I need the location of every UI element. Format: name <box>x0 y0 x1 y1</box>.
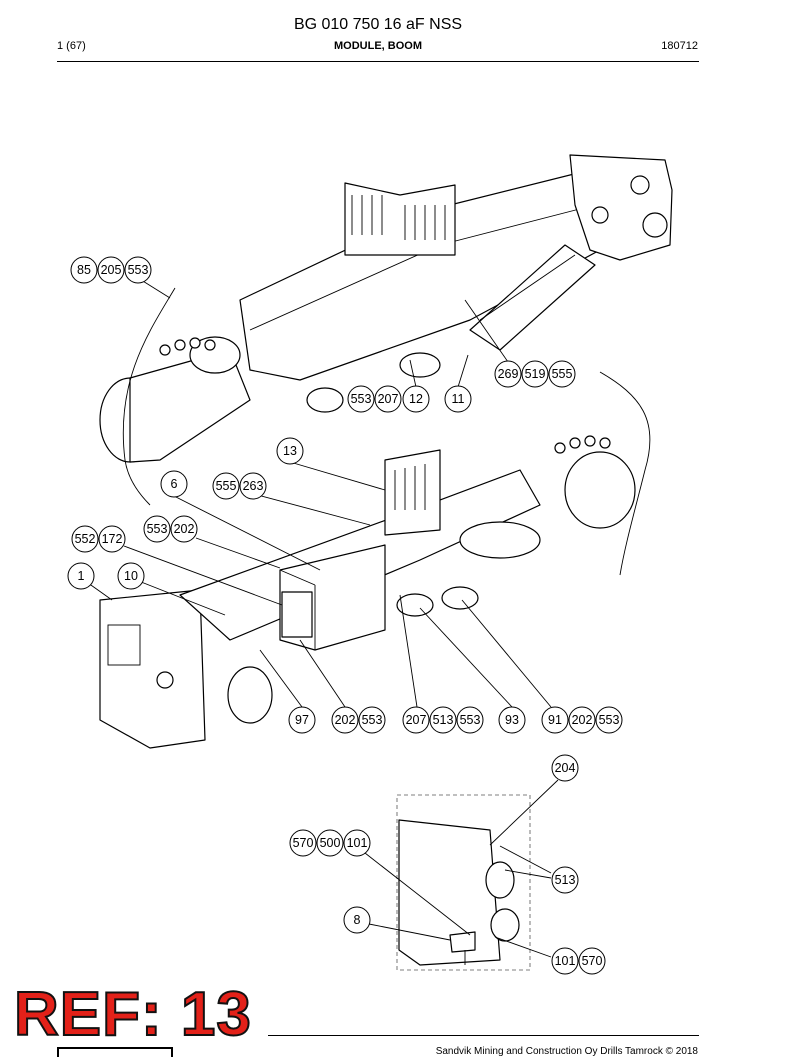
svg-text:552: 552 <box>75 532 96 546</box>
svg-text:93: 93 <box>505 713 519 727</box>
callout-555-a: 555 <box>548 360 576 388</box>
svg-text:202: 202 <box>335 713 356 727</box>
svg-text:1: 1 <box>78 569 85 583</box>
callout-553-b: 553 <box>347 385 375 413</box>
reference-stamp: REF: 13 <box>13 980 252 1049</box>
callout-269: 269 <box>494 360 522 388</box>
section-title: MODULE, BOOM <box>334 40 422 52</box>
callout-101-a: 101 <box>343 829 371 857</box>
callout-13: 13 <box>276 437 304 465</box>
callout-553-d: 553 <box>358 706 386 734</box>
callout-8: 8 <box>343 906 371 934</box>
svg-text:519: 519 <box>525 367 546 381</box>
svg-text:101: 101 <box>555 954 576 968</box>
svg-text:263: 263 <box>243 479 264 493</box>
callout-202-b: 202 <box>331 706 359 734</box>
callout-205: 205 <box>97 256 125 284</box>
callout-97: 97 <box>288 706 316 734</box>
svg-text:553: 553 <box>147 522 168 536</box>
svg-text:10: 10 <box>124 569 138 583</box>
document-title: BG 010 750 16 aF NSS <box>293 16 463 33</box>
svg-text:553: 553 <box>599 713 620 727</box>
svg-text:205: 205 <box>101 263 122 277</box>
svg-text:101: 101 <box>347 836 368 850</box>
callout-570-b: 570 <box>578 947 606 975</box>
callouts: 85 205 553 269 519 555 553 207 12 11 13 … <box>67 256 623 975</box>
svg-text:269: 269 <box>498 367 519 381</box>
svg-text:555: 555 <box>552 367 573 381</box>
company-logo <box>57 1047 173 1057</box>
svg-text:6: 6 <box>171 477 178 491</box>
footer-divider <box>268 1035 699 1036</box>
callout-553-a: 553 <box>124 256 152 284</box>
svg-text:553: 553 <box>362 713 383 727</box>
callout-204: 204 <box>551 754 579 782</box>
svg-text:97: 97 <box>295 713 309 727</box>
svg-text:172: 172 <box>102 532 123 546</box>
upper-boom-assembly <box>99 154 673 576</box>
svg-text:570: 570 <box>582 954 603 968</box>
callout-172: 172 <box>98 525 126 553</box>
callout-85: 85 <box>70 256 98 284</box>
callout-570-a: 570 <box>289 829 317 857</box>
svg-text:513: 513 <box>433 713 454 727</box>
callout-513-b: 513 <box>551 866 579 894</box>
callout-519: 519 <box>521 360 549 388</box>
svg-text:570: 570 <box>293 836 314 850</box>
callout-1: 1 <box>67 562 95 590</box>
footer-copyright: Sandvik Mining and Construction Oy Drill… <box>435 1046 698 1057</box>
svg-text:207: 207 <box>378 392 399 406</box>
svg-text:553: 553 <box>128 263 149 277</box>
callout-500: 500 <box>316 829 344 857</box>
header-divider <box>57 61 699 62</box>
svg-text:555: 555 <box>216 479 237 493</box>
svg-text:13: 13 <box>283 444 297 458</box>
callout-555-b: 555 <box>212 472 240 500</box>
detail-view <box>396 794 531 971</box>
svg-text:513: 513 <box>555 873 576 887</box>
svg-text:8: 8 <box>354 913 361 927</box>
callout-202-c: 202 <box>568 706 596 734</box>
callout-207-b: 207 <box>402 706 430 734</box>
callout-207-a: 207 <box>374 385 402 413</box>
callout-263: 263 <box>239 472 267 500</box>
middle-boom-assembly <box>99 435 636 749</box>
callout-513-a: 513 <box>429 706 457 734</box>
callout-11: 11 <box>444 385 472 413</box>
callout-101-b: 101 <box>551 947 579 975</box>
callout-93: 93 <box>498 706 526 734</box>
svg-text:207: 207 <box>406 713 427 727</box>
callout-202-a: 202 <box>170 515 198 543</box>
svg-text:553: 553 <box>351 392 372 406</box>
callout-553-e: 553 <box>456 706 484 734</box>
callout-552: 552 <box>71 525 99 553</box>
callout-10: 10 <box>117 562 145 590</box>
svg-text:11: 11 <box>452 392 465 406</box>
page-number: 1 (67) <box>57 40 86 52</box>
svg-text:204: 204 <box>555 761 576 775</box>
document-code: 180712 <box>661 40 698 52</box>
svg-text:202: 202 <box>174 522 195 536</box>
svg-text:91: 91 <box>548 713 562 727</box>
svg-text:202: 202 <box>572 713 593 727</box>
leader-lines <box>80 277 559 958</box>
callout-91: 91 <box>541 706 569 734</box>
callout-553-c: 553 <box>143 515 171 543</box>
svg-text:500: 500 <box>320 836 341 850</box>
svg-text:85: 85 <box>77 263 91 277</box>
svg-text:12: 12 <box>409 392 423 406</box>
callout-6: 6 <box>160 470 188 498</box>
callout-12: 12 <box>402 385 430 413</box>
callout-553-f: 553 <box>595 706 623 734</box>
svg-text:553: 553 <box>460 713 481 727</box>
